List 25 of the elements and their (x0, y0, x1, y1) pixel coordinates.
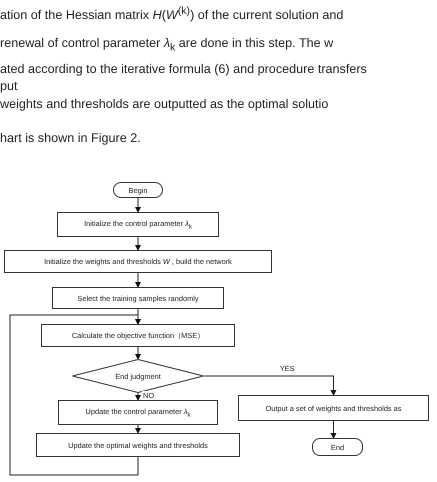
process-box (238, 395, 429, 421)
arrow (135, 346, 141, 360)
paragraph-line: renewal of control parameter λ$_{k}$ are done in this step. The w (0, 36, 334, 56)
arrow (10, 314, 141, 476)
arrow (135, 198, 141, 213)
process-box (52, 287, 224, 309)
process-box (58, 400, 218, 425)
paragraph-line: put (0, 79, 18, 94)
paragraph-line: hart is shown in Figure 2. (0, 131, 141, 146)
arrow (135, 424, 141, 434)
terminal-box (312, 438, 363, 456)
paragraph-line: ation of the Hessian matrix H(W$^{(k)}$) of the current solution and (0, 4, 344, 24)
process-box (57, 212, 219, 237)
decision-diamond (72, 359, 204, 393)
arrow (135, 392, 141, 401)
arrow (135, 272, 141, 288)
arrow (135, 236, 141, 251)
process-box (4, 250, 272, 273)
arrow (204, 376, 336, 396)
arrow (330, 420, 336, 439)
terminal-box (113, 182, 163, 198)
process-box (41, 324, 235, 347)
paragraph-line: ated according to the iterative formula (6) and procedure transfers (0, 62, 367, 77)
process-box (36, 433, 240, 457)
paragraph-line: weights and thresholds are outputted as the optimal solutio (0, 97, 328, 112)
